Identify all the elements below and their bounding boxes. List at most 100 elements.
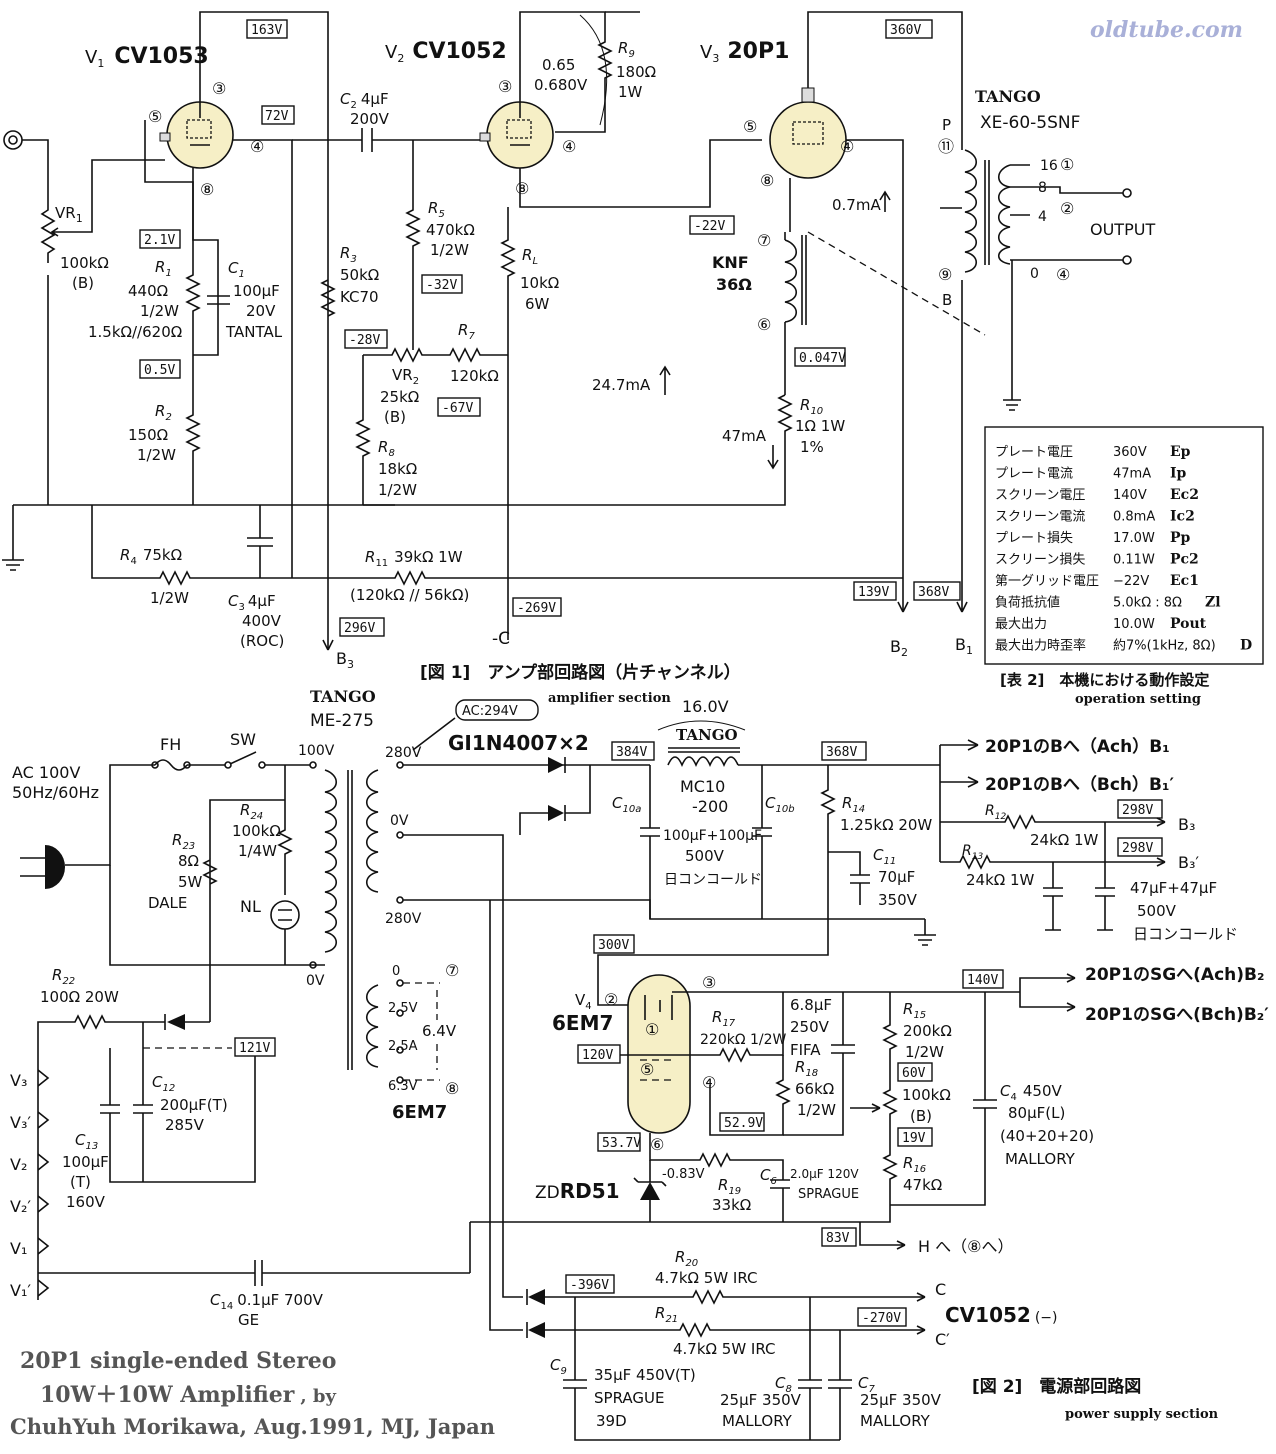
table-row-label: プレート電圧 (995, 445, 1073, 460)
c8-brand: MALLORY (722, 1412, 793, 1430)
pin-label: ③ (212, 79, 226, 98)
table-row-label: スクリーン電流 (995, 510, 1085, 525)
heater-filament-icon (37, 1111, 50, 1129)
table-row-value: 0.11W (1113, 553, 1155, 568)
heater-label: V₁′ (10, 1281, 31, 1300)
choke-brand: TANGO (676, 726, 738, 744)
heater-6.4: 6.4V (422, 1022, 457, 1040)
rectifier-label: GI1N4007×2 (448, 731, 589, 755)
out-b3: B₃ (1178, 815, 1195, 834)
voltage-tag (897, 1062, 933, 1082)
current-24.7: 24.7mA (592, 376, 651, 394)
r18-label: R18 (795, 1058, 818, 1079)
vr2-potentiometer[interactable] (363, 347, 508, 363)
c1-type: TANTAL (225, 323, 283, 341)
voltage-72: 72V (265, 109, 289, 124)
r18-value: 66kΩ (795, 1080, 834, 1098)
input-jack-icon[interactable] (3, 130, 23, 150)
c9-type: 39D (596, 1412, 627, 1430)
r3-type: KC70 (340, 288, 379, 306)
table-row-value: 約7%(1kHz, 8Ω) (1113, 639, 1216, 654)
rail-b1: B1 (955, 635, 973, 657)
amp-caption: [図 1] アンプ部回路図（片チャンネル） (420, 662, 741, 683)
out-sg-a: 20P1のSGへ(Ach)B₂ (1085, 965, 1264, 985)
r9-tap2: 0.680V (534, 76, 588, 94)
knf-ohms: 36Ω (716, 275, 752, 294)
c13-type: (T) (70, 1173, 91, 1191)
table-row-label: 第一グリッド電圧 (995, 574, 1099, 589)
r3-label: R3 (340, 244, 357, 265)
r2-label: R2 (155, 402, 172, 423)
r24-value: 100kΩ (232, 822, 281, 840)
c13-voltage: 160V (66, 1193, 106, 1211)
out-b1-a: 20P1のBへ（Ach）B₁ (985, 736, 1170, 757)
r7-label: R7 (458, 321, 475, 342)
pt-tap-100: 100V (298, 743, 335, 759)
heater-tap: 6.3V (388, 1079, 418, 1094)
r20-value: 4.7kΩ 5W IRC (655, 1269, 758, 1287)
pt-tap-0b: 0V (390, 813, 409, 829)
r11-alt: (120kΩ // 56kΩ) (350, 586, 469, 604)
voltage-minus-270: -270V (862, 1311, 901, 1326)
heater-tap: 0 (392, 964, 400, 979)
c10-brand: 日コンコールド (664, 872, 762, 888)
table-row-symbol: Pout (1170, 616, 1207, 632)
pin-label: ⑦ (757, 231, 771, 250)
table-row-value: 17.0W (1113, 531, 1155, 546)
vr1-type: (B) (72, 274, 94, 292)
r1-value: 440Ω (128, 282, 168, 300)
voltage-tag (512, 597, 562, 617)
vr2-value: 25kΩ (380, 388, 419, 406)
c8-label: C8 (775, 1374, 792, 1395)
voltage-tag (597, 1132, 641, 1152)
table-caption-en: operation setting (1075, 692, 1201, 707)
switch-label: SW (230, 730, 256, 749)
r22-label: R22 (52, 966, 75, 987)
power-switch[interactable] (229, 751, 257, 765)
pin-label: ⑪ (938, 137, 954, 156)
table-row-label: プレート損失 (995, 531, 1073, 546)
ac-plug-icon (45, 845, 65, 889)
table-row-symbol: Ic2 (1170, 509, 1195, 525)
current-47: 47mA (722, 427, 767, 445)
r13-label: R13 (962, 843, 983, 862)
heater-filament-icon (37, 1237, 50, 1255)
r5-value: 470kΩ (426, 221, 475, 239)
output-terminal-icon[interactable] (1122, 255, 1132, 265)
fuse-label: FH (160, 735, 181, 754)
pin-label: ④ (840, 137, 854, 156)
pt-tap-280b: 280V (385, 911, 422, 927)
pin-label: ④ (702, 1073, 716, 1092)
voltage-tag (344, 329, 388, 349)
pt-tap-0v: 0V (306, 973, 325, 989)
voltage-tag (821, 1227, 857, 1247)
c11-value: 70μF (878, 868, 915, 886)
heater-filament-icon (37, 1195, 50, 1213)
c12-value: 200μF(T) (160, 1096, 228, 1114)
output-terminal-icon[interactable] (1122, 188, 1132, 198)
ot-tap: 4 (1038, 209, 1047, 225)
neon-lamp-icon (270, 900, 300, 930)
r1-alt: 1.5kΩ//620Ω (88, 323, 182, 341)
c7-value: 25μF 350V (860, 1391, 942, 1409)
r13-value: 24kΩ 1W (966, 871, 1035, 889)
c3-type: (ROC) (240, 632, 284, 650)
nl-label: NL (240, 897, 261, 916)
voltage-minus-32: -32V (426, 278, 457, 293)
c8-value: 25μF 350V (720, 1391, 802, 1409)
cfifa-type: FIFA (790, 1041, 821, 1059)
c11-voltage: 350V (878, 891, 918, 909)
c3-capacitor (247, 505, 273, 578)
heater-label: V₃′ (10, 1113, 31, 1132)
c1-voltage: 20V (246, 302, 276, 320)
fuse-icon[interactable] (154, 759, 188, 771)
table-row-value: 10.0W (1113, 617, 1155, 632)
c6-label: C6 (760, 1166, 777, 1187)
voltage-minus-269: -269V (517, 601, 556, 616)
voltage-minus-28: -28V (349, 333, 380, 348)
